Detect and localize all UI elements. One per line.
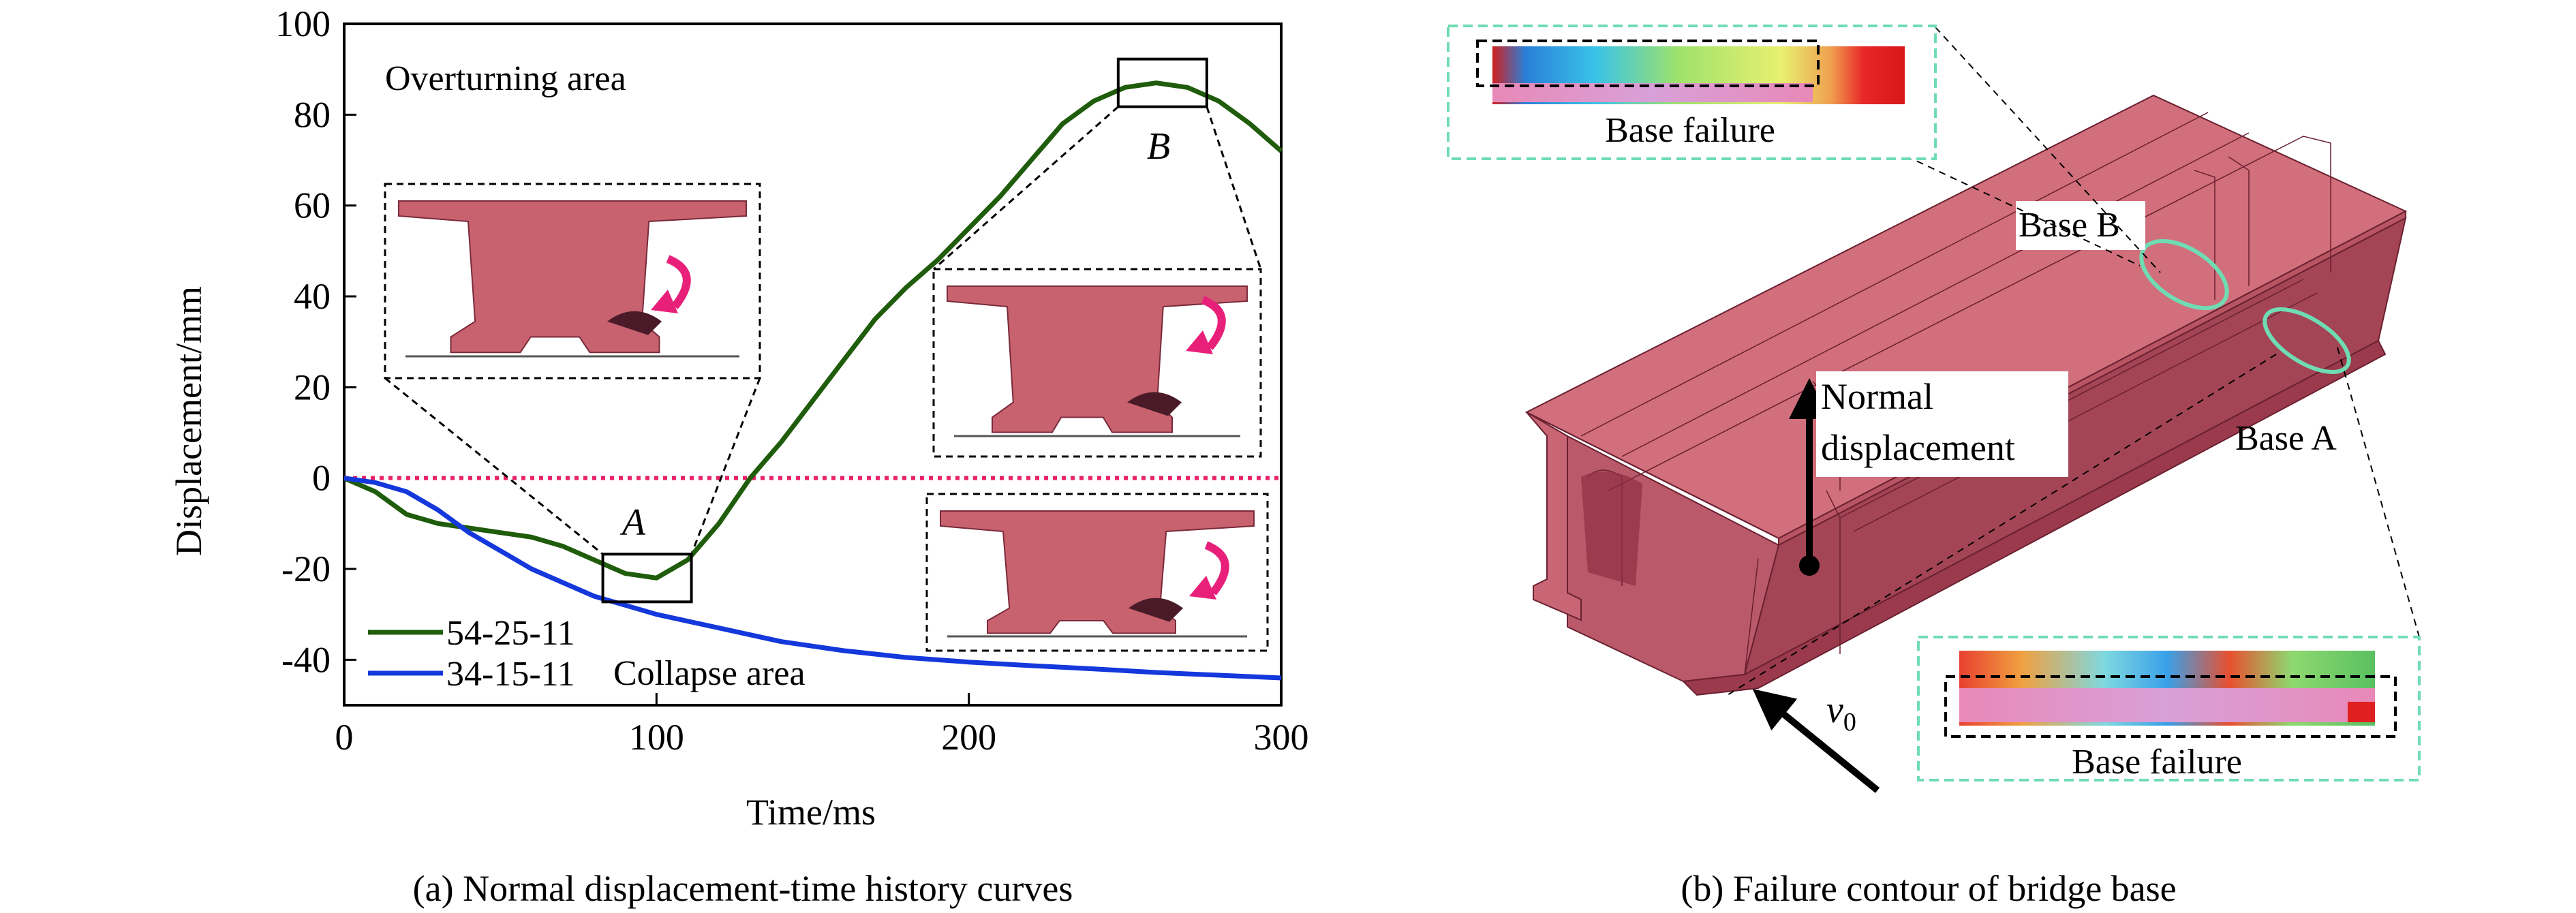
y-axis-label: Displacement/mm: [168, 286, 209, 556]
bridge-recess: [1581, 471, 1642, 586]
y-tick-label: -40: [281, 639, 331, 680]
x-axis-label: Time/ms: [746, 792, 876, 833]
x-tick-label: 200: [941, 717, 996, 758]
rotation-arrow-0: [666, 255, 691, 309]
series-lines: [343, 80, 1283, 681]
normal-label-bg: [1816, 371, 2068, 477]
bottom-failure-label: Base failure: [2072, 743, 2242, 782]
displacement-chart: 0 100 200 300 -40 -20 0 20 40 60 80 100 54-25-1134-…: [168, 3, 1309, 833]
normal-label-1: Normal: [1821, 376, 1933, 417]
y-tick-label: 20: [294, 367, 331, 407]
annotation-overturning-area: Overturning area: [385, 59, 626, 98]
normal-label-2: displacement: [1821, 427, 2015, 468]
bottom-contour-band: [1959, 688, 2375, 722]
x-tick-label: 300: [1254, 717, 1309, 758]
x-tick-label: 0: [335, 717, 354, 758]
y-tick-label: 100: [275, 3, 331, 44]
y-tick-label: 0: [312, 458, 331, 499]
base-a-label: Base A: [2235, 419, 2337, 458]
series-line-1: [343, 476, 1282, 681]
top-failure-inset: Base failure: [1447, 25, 1937, 160]
legend-label-0: 54-25-11: [446, 614, 575, 653]
x-tick-label: 100: [629, 717, 684, 758]
legend-label-1: 34-15-11: [446, 655, 575, 694]
rotation-arrow-2: [1204, 541, 1229, 595]
base-b-label: Base B: [2019, 206, 2120, 245]
rotation-arrow-1: [1201, 296, 1226, 350]
inset-leaders: [384, 106, 1262, 555]
axis-ticks: 0 100 200 300 -40 -20 0 20 40 60 80 100: [275, 3, 1309, 758]
inset-c: [925, 493, 1269, 652]
inset-b: [932, 268, 1262, 458]
y-tick-label: 80: [294, 94, 331, 135]
annotation-b: B: [1147, 125, 1170, 168]
base-a-highlight: [2263, 307, 2351, 374]
annotation-box-b: [1116, 57, 1208, 108]
inset-a: [384, 183, 761, 380]
y-tick-label: -20: [281, 548, 331, 589]
caption-right: (b) Failure contour of bridge base: [1681, 868, 2176, 909]
plot-frame: [343, 22, 1283, 707]
failure-insets: [384, 106, 1269, 652]
bridge-left-flange: [1526, 412, 1582, 621]
normal-displacement-origin: [1799, 555, 1820, 576]
annotation-boxes: [601, 57, 1208, 604]
velocity-label: v0: [1826, 689, 1856, 737]
caption-left: (a) Normal displacement-time history cur…: [413, 868, 1073, 909]
annotation-a: A: [619, 501, 646, 544]
series-line-0: [343, 80, 1283, 581]
y-tick-label: 40: [294, 276, 331, 317]
annotation-box-a: [601, 553, 693, 604]
annotation-collapse-area: Collapse area: [613, 654, 806, 693]
velocity-arrow: [1752, 689, 1880, 793]
top-failure-label: Base failure: [1605, 111, 1775, 150]
bridge-diagram: Normal displacement Base B Base A v0 Bas…: [1447, 25, 2421, 793]
base-b-label-bg: [2016, 201, 2145, 250]
top-contour-band: [1492, 83, 1813, 102]
bottom-failure-inset: Base failure: [1917, 636, 2421, 782]
y-tick-label: 60: [294, 185, 331, 226]
